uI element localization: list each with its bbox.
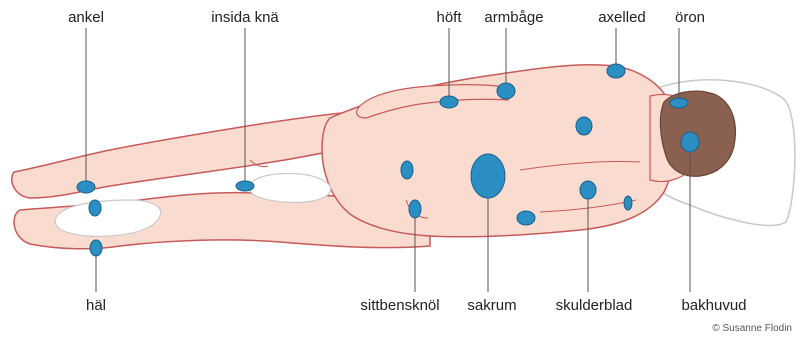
marker-armbage [497, 83, 515, 99]
label-axelled: axelled [598, 9, 646, 26]
marker-sittbensknol-upper [401, 161, 413, 179]
marker-shoulder-back [576, 117, 592, 135]
knee-pad [250, 174, 331, 203]
marker-ankel [77, 181, 95, 193]
marker-hoft [440, 96, 458, 108]
marker-hal [90, 240, 102, 256]
marker-shoulder-edge [624, 196, 632, 210]
label-sittbensknol: sittbensknöl [360, 297, 439, 314]
label-hal: häl [86, 297, 106, 314]
copyright-text: © Susanne Flodin [712, 323, 792, 334]
label-sakrum: sakrum [467, 297, 516, 314]
marker-axelled [607, 64, 625, 78]
label-insida-kna: insida knä [211, 9, 279, 26]
marker-sittbensknol [409, 200, 421, 218]
label-armbage: armbåge [484, 9, 543, 26]
label-bakhuvud: bakhuvud [681, 297, 746, 314]
label-hoft: höft [436, 9, 462, 26]
marker-skulderblad [580, 181, 596, 199]
marker-sakrum [471, 154, 505, 198]
label-skulderblad: skulderblad [556, 297, 633, 314]
marker-insida-kna [236, 181, 254, 191]
label-oron: öron [675, 9, 705, 26]
marker-bakhuvud [681, 132, 699, 152]
marker-elbow-lower [517, 211, 535, 225]
marker-oron [670, 98, 688, 108]
marker-ankel-2 [89, 200, 101, 216]
label-ankel: ankel [68, 9, 104, 26]
